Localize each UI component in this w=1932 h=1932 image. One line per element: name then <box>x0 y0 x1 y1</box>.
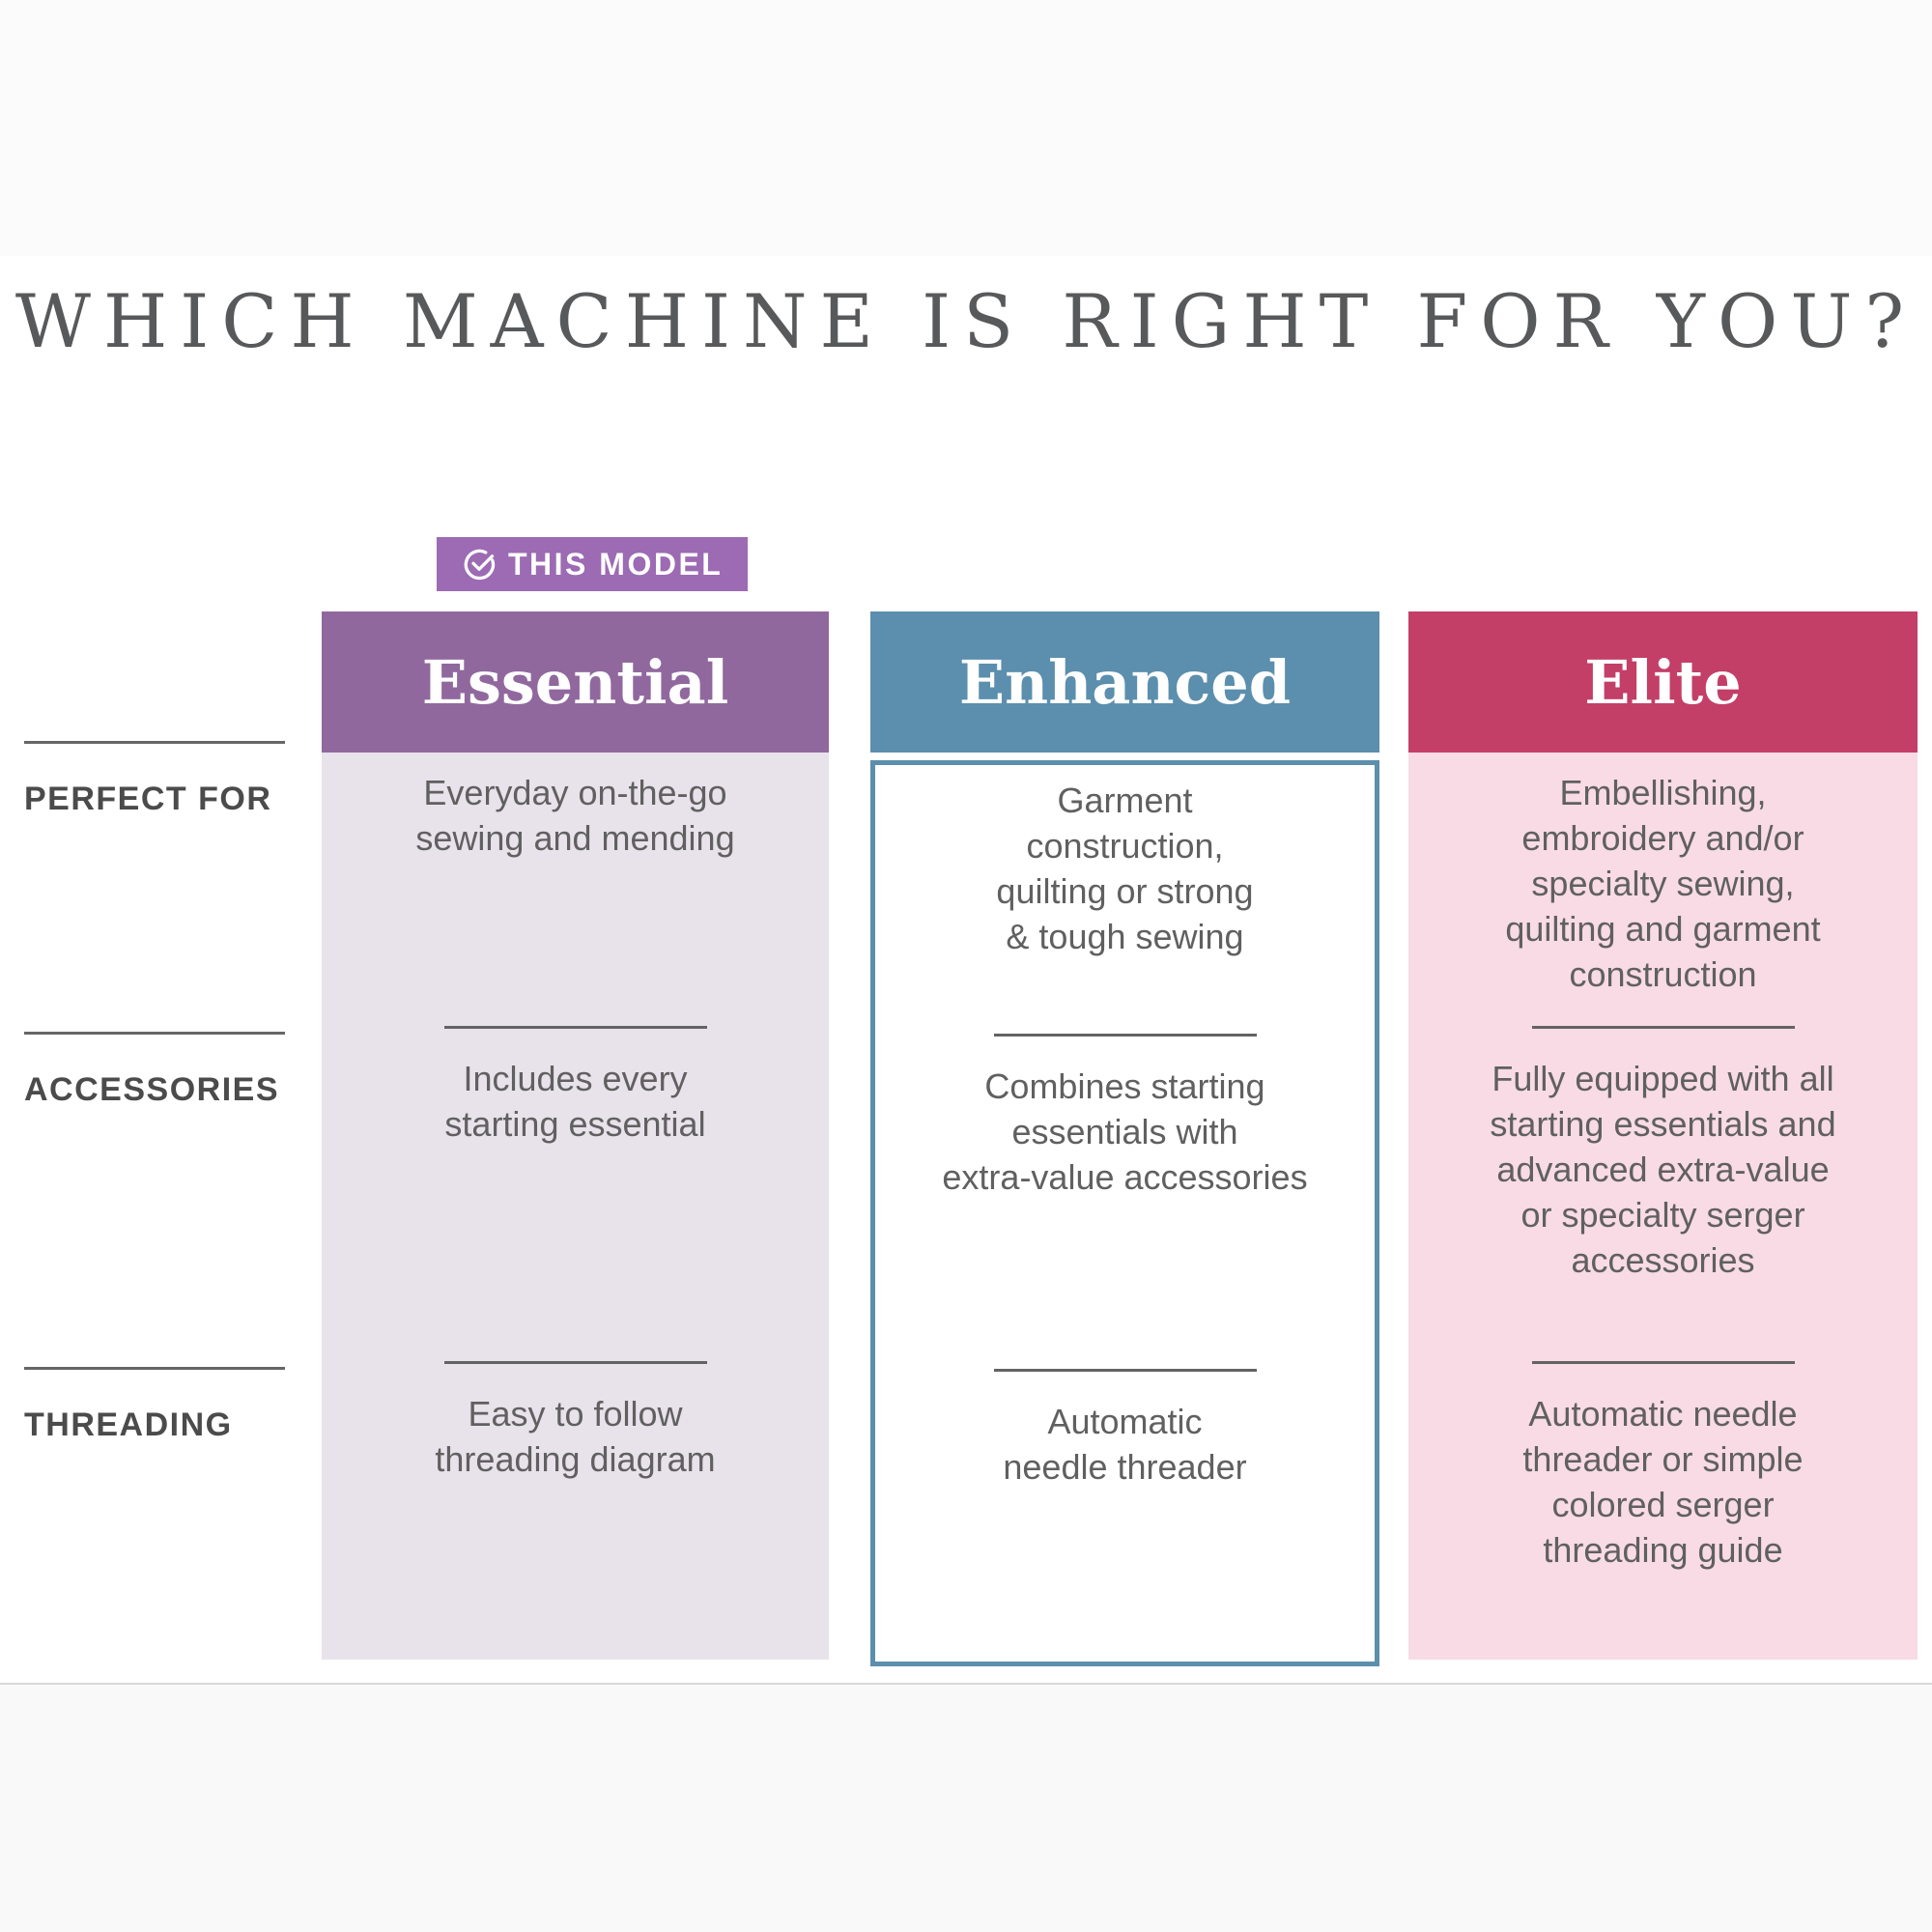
page-title: WHICH MACHINE IS RIGHT FOR YOU? <box>14 278 1918 364</box>
cell-perfect-for: Garment construction, quilting or strong… <box>875 778 1375 959</box>
title-band <box>0 256 1932 459</box>
cell-accessories: Fully equipped with all starting essenti… <box>1408 1026 1918 1283</box>
cell-threading: Automatic needle threader <box>875 1369 1375 1490</box>
cell-text: Garment construction, quilting or strong… <box>996 781 1254 956</box>
cell-perfect-for: Everyday on-the-go sewing and mending <box>322 770 829 861</box>
cell-threading: Automatic needle threader or simple colo… <box>1408 1361 1918 1573</box>
cell-threading: Easy to follow threading diagram <box>322 1361 829 1482</box>
row-label-perfect-for: PERFECT FOR <box>24 741 295 818</box>
top-band <box>0 0 1932 256</box>
cell-divider <box>443 1361 707 1364</box>
bottom-band <box>0 1683 1932 1932</box>
this-model-badge: THIS MODEL <box>437 537 749 591</box>
cell-text: Automatic needle threader <box>1003 1402 1247 1487</box>
row-label-divider <box>24 1032 285 1035</box>
row-label-threading: THREADING <box>24 1367 295 1444</box>
row-label-accessories: ACCESSORIES <box>24 1032 295 1109</box>
row-label-text: THREADING <box>24 1406 233 1443</box>
cell-text: Easy to follow threading diagram <box>435 1394 716 1479</box>
column-body: Embellishing, embroidery and/or specialt… <box>1408 753 1918 1660</box>
cell-divider <box>993 1034 1257 1037</box>
column-essential: Essential Everyday on-the-go sewing and … <box>322 611 829 1660</box>
cell-text: Embellishing, embroidery and/or specialt… <box>1505 773 1821 994</box>
cell-accessories: Combines starting essentials with extra-… <box>875 1034 1375 1200</box>
cell-accessories: Includes every starting essential <box>322 1026 829 1147</box>
column-header: Elite <box>1408 611 1918 753</box>
cell-text: Fully equipped with all starting essenti… <box>1490 1059 1836 1280</box>
cell-text: Everyday on-the-go sewing and mending <box>415 773 735 858</box>
check-circle-icon <box>462 547 497 582</box>
row-label-divider <box>24 741 285 744</box>
row-label-divider <box>24 1367 285 1370</box>
cell-text: Automatic needle threader or simple colo… <box>1522 1394 1804 1570</box>
row-label-text: ACCESSORIES <box>24 1071 279 1108</box>
column-body: Everyday on-the-go sewing and mending In… <box>322 753 829 1660</box>
cell-text: Combines starting essentials with extra-… <box>942 1066 1308 1197</box>
column-header: Enhanced <box>870 611 1379 753</box>
cell-divider <box>993 1369 1257 1372</box>
column-body: Garment construction, quilting or strong… <box>870 760 1379 1666</box>
column-enhanced: Enhanced Garment construction, quilting … <box>870 611 1379 1666</box>
cell-divider <box>443 1026 707 1029</box>
cell-text: Includes every starting essential <box>444 1059 706 1144</box>
row-label-text: PERFECT FOR <box>24 781 272 817</box>
cell-divider <box>1531 1026 1795 1029</box>
cell-perfect-for: Embellishing, embroidery and/or specialt… <box>1408 770 1918 997</box>
column-header: Essential <box>322 611 829 753</box>
cell-divider <box>1531 1361 1795 1364</box>
badge-label: THIS MODEL <box>508 546 724 582</box>
column-elite: Elite Embellishing, embroidery and/or sp… <box>1408 611 1918 1660</box>
